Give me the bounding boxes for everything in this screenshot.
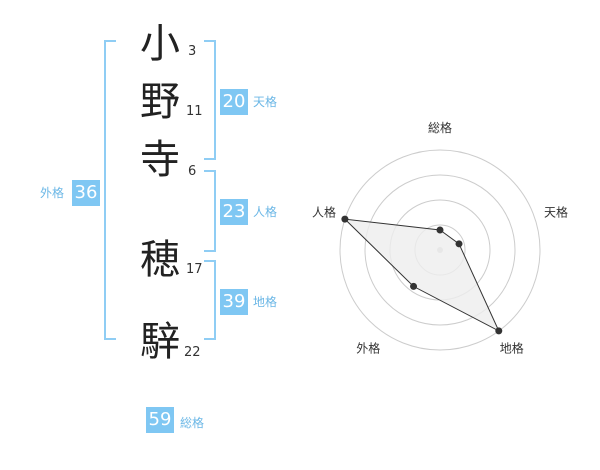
radar-axis-label: 外格 [356,341,380,356]
radar-ring [364,174,516,326]
jinkaku-label: 人格 [253,205,278,219]
name-char-2: 野 [140,79,180,125]
stroke-count-3: 6 [188,164,197,179]
soukaku-label: 総格 [180,416,205,430]
radar-point [436,226,444,234]
gaikaku-label: 外格 [40,186,65,200]
radar-point [455,240,463,248]
gaikaku-bracket [104,40,116,340]
radar-axis-label: 天格 [544,204,568,219]
radar-point [341,215,349,223]
tenkaku-label: 天格 [253,95,278,109]
radar-point [495,327,503,335]
name-char-4: 穂 [140,237,180,283]
jinkaku-score: 23 [220,199,248,225]
radar-shape [343,218,500,333]
stroke-count-1: 3 [188,44,197,59]
stroke-count-2: 11 [186,104,203,119]
radar-points [341,215,503,335]
stroke-count-5: 22 [184,345,201,360]
radar-axis-label: 地格 [500,341,524,356]
radar-axis-label: 総格 [428,120,452,135]
tenkaku-score: 20 [220,89,248,115]
stroke-count-4: 17 [186,262,203,277]
radar-axis-label: 人格 [312,204,336,219]
name-char-3: 寺 [140,137,180,183]
jinkaku-bracket [204,170,216,252]
radar-point [410,282,418,290]
soukaku-score: 59 [146,407,174,433]
chikaku-label: 地格 [253,295,278,309]
chikaku-score: 39 [220,289,248,315]
tenkaku-bracket [204,40,216,160]
radar-ring [339,149,541,351]
name-char-5: 騂 [140,319,180,365]
chikaku-bracket [204,260,216,340]
gaikaku-score: 36 [72,180,100,206]
name-char-1: 小 [140,21,180,67]
